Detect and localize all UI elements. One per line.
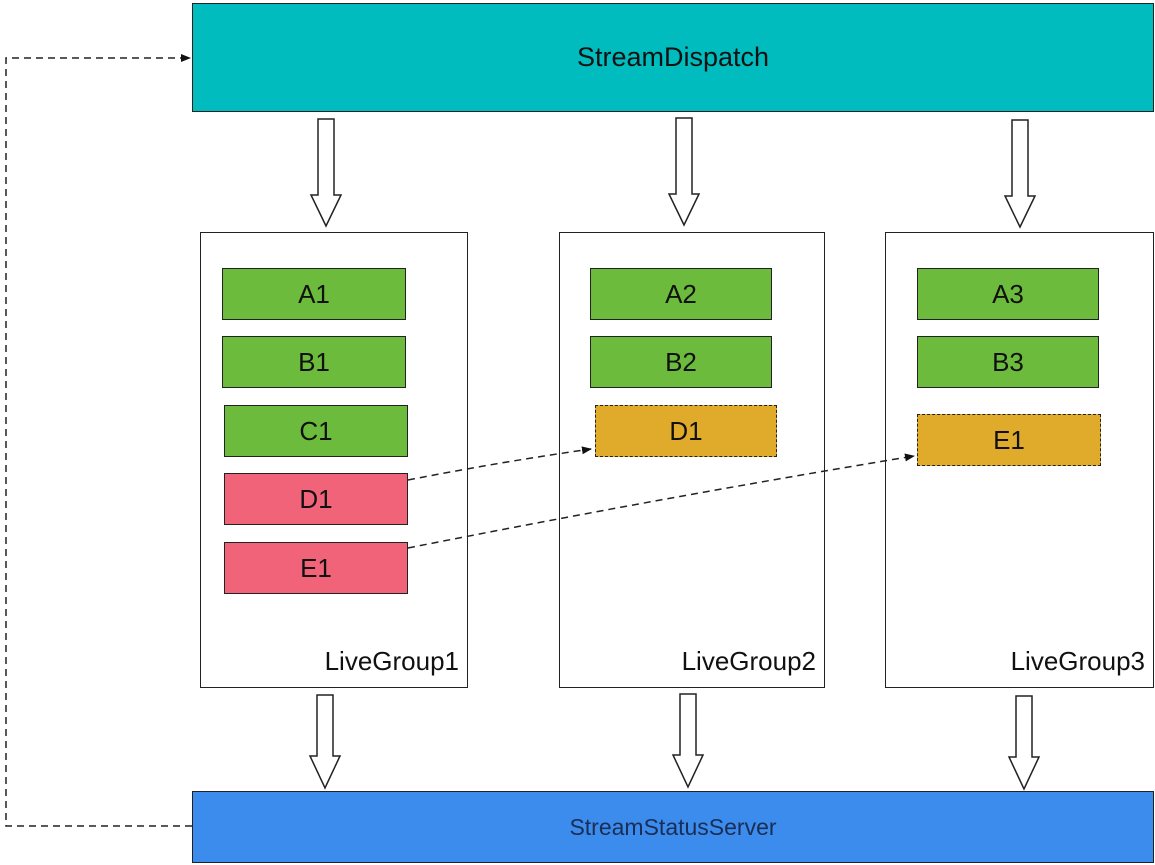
stream-a1: A1 xyxy=(222,268,406,320)
stream-status-server-box: StreamStatusServer xyxy=(192,791,1154,863)
status-to-dispatch-feedback-arrow xyxy=(5,54,192,827)
stream-d1-migrated: D1 xyxy=(595,405,777,457)
live-group-1: A1 B1 C1 D1 E1 LiveGroup1 xyxy=(200,232,468,688)
live-group-2: A2 B2 D1 LiveGroup2 xyxy=(559,232,825,688)
e1-migration-arrow xyxy=(407,453,915,549)
live-group-1-label: LiveGroup1 xyxy=(324,646,459,676)
d1-migration-arrow xyxy=(407,446,592,481)
stream-dispatch-label: StreamDispatch xyxy=(576,42,770,72)
live-group-2-label: LiveGroup2 xyxy=(681,646,816,676)
live-group-3-label: LiveGroup3 xyxy=(1010,646,1145,676)
stream-b1: B1 xyxy=(222,336,406,388)
stream-d1-migrating: D1 xyxy=(224,473,408,525)
stream-b3: B3 xyxy=(917,336,1099,388)
live-group-3: A3 B3 E1 LiveGroup3 xyxy=(885,232,1154,688)
dispatch-to-group1-arrow xyxy=(309,118,343,228)
group1-to-status-arrow xyxy=(308,694,342,790)
group2-to-status-arrow xyxy=(671,693,705,789)
stream-e1-migrated: E1 xyxy=(917,414,1101,466)
dispatch-to-group2-arrow xyxy=(667,117,701,227)
stream-a2: A2 xyxy=(590,268,772,320)
stream-status-server-label: StreamStatusServer xyxy=(569,813,777,840)
group3-to-status-arrow xyxy=(1007,695,1041,791)
stream-e1-migrating: E1 xyxy=(224,542,408,594)
dispatch-to-group3-arrow xyxy=(1003,119,1037,229)
stream-c1: C1 xyxy=(224,405,408,457)
stream-a3: A3 xyxy=(917,268,1099,320)
stream-b2: B2 xyxy=(590,336,772,388)
stream-dispatch-box: StreamDispatch xyxy=(192,3,1154,112)
